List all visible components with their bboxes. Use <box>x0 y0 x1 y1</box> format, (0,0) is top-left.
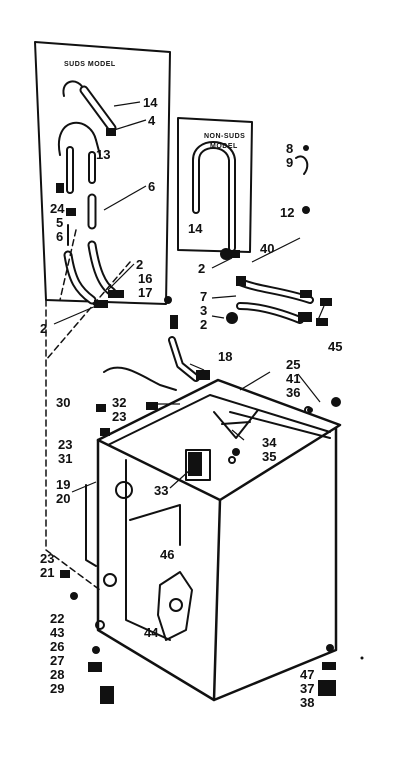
callout-25: 25 <box>286 357 301 372</box>
callout-36: 36 <box>286 385 301 400</box>
cabinet-frame <box>125 459 171 641</box>
non-suds-model-title-line2: MODEL <box>210 143 238 150</box>
callout-19: 19 <box>56 477 71 492</box>
callout-21: 21 <box>40 565 55 580</box>
callout-2-lower-right: 2 <box>200 317 208 332</box>
callout-23-left: 23 <box>58 437 73 452</box>
pressure-switch-tube <box>103 366 177 391</box>
callout-46: 46 <box>160 547 175 562</box>
callout-8: 8 <box>286 141 294 156</box>
callout-23-lower: 23 <box>40 551 55 566</box>
callout-26: 26 <box>50 639 65 654</box>
callout-23-upper: 23 <box>112 409 127 424</box>
callout-6-left: 6 <box>56 229 64 244</box>
callout-9: 9 <box>286 155 294 170</box>
callout-47: 47 <box>300 667 315 682</box>
callout-32: 32 <box>112 395 127 410</box>
callout-43: 43 <box>50 625 65 640</box>
washer-cabinet <box>96 378 342 702</box>
callout-37: 37 <box>300 681 315 696</box>
callout-14-suds: 14 <box>143 95 158 110</box>
callout-29: 29 <box>50 681 65 696</box>
callout-31: 31 <box>58 451 73 466</box>
non-suds-hose-group <box>192 141 309 252</box>
callout-2-middle: 2 <box>136 257 144 272</box>
non-suds-model-title-line1: NON-SUDS <box>204 133 246 140</box>
callout-12: 12 <box>280 205 295 220</box>
callout-44: 44 <box>144 625 159 640</box>
suds-model-title: SUDS MODEL <box>64 61 116 68</box>
callout-3: 3 <box>200 303 208 318</box>
non-suds-model-panel <box>177 117 253 253</box>
callout-33: 33 <box>154 483 169 498</box>
suds-model-panel <box>34 41 171 305</box>
drain-pump <box>157 571 193 641</box>
callout-28: 28 <box>50 667 65 682</box>
callout-17: 17 <box>138 285 153 300</box>
callout-18: 18 <box>218 349 233 364</box>
callout-24: 24 <box>50 201 65 216</box>
center-bracket <box>213 409 259 439</box>
callout-5: 5 <box>56 215 64 230</box>
callout-2-left: 2 <box>40 321 48 336</box>
callout-7: 7 <box>200 289 208 304</box>
callout-6-right: 6 <box>148 179 156 194</box>
callout-4: 4 <box>148 113 156 128</box>
callout-20: 20 <box>56 491 71 506</box>
suds-hose-group <box>57 80 117 305</box>
callout-35: 35 <box>262 449 277 464</box>
callout-45: 45 <box>328 339 343 354</box>
callout-30: 30 <box>56 395 71 410</box>
callout-41: 41 <box>286 371 301 386</box>
callout-40: 40 <box>260 241 275 256</box>
callout-16: 16 <box>138 271 153 286</box>
callout-14-non-suds: 14 <box>188 221 203 236</box>
callout-22: 22 <box>50 611 65 626</box>
callout-13: 13 <box>96 147 111 162</box>
callout-2-upper-right: 2 <box>198 261 206 276</box>
callout-27: 27 <box>50 653 65 668</box>
callout-34: 34 <box>262 435 277 450</box>
callout-38: 38 <box>300 695 315 710</box>
